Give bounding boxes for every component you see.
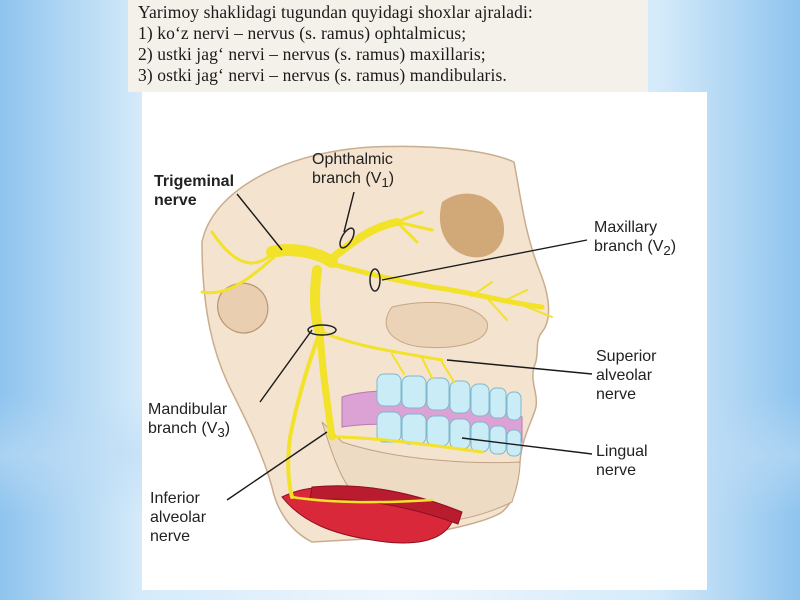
nerve-section-rings: [307, 227, 381, 336]
label-ophthalmic-subscript: 1: [381, 175, 389, 191]
anatomy-illustration: [200, 145, 593, 544]
label-maxillary-subscript: 2: [663, 243, 671, 259]
label-mandibular-subscript: 3: [217, 425, 225, 441]
label-inferior-alveolar: Inferior alveolar nerve: [150, 489, 206, 546]
label-maxillary-line1: Maxillary: [594, 219, 658, 236]
label-mandibular-close: ): [224, 420, 231, 437]
label-lingual-line1: Lingual: [596, 443, 648, 460]
label-ophthalmic-line1: Ophthalmic: [312, 151, 393, 168]
label-ophthalmic-close: ): [388, 170, 395, 187]
header-line-3: 2) ustki jag‘ nervi – nervus (s. ramus) …: [138, 44, 486, 64]
header-line-4: 3) ostki jag‘ nervi – nervus (s. ramus) …: [138, 65, 507, 85]
label-inferior-line2: alveolar: [150, 509, 207, 526]
ear-region: [217, 282, 269, 334]
label-lingual: Lingual nerve: [596, 442, 648, 480]
label-mandibular-line2: branch (V: [148, 420, 218, 437]
label-mandibular-line1: Mandibular: [148, 401, 228, 418]
header-text-panel: Yarimoy shaklidagi tugundan quyidagi sho…: [128, 0, 648, 92]
label-ophthalmic-line2: branch (V: [312, 170, 382, 187]
label-superior-line1: Superior: [596, 348, 657, 365]
label-maxillary-line2: branch (V: [594, 238, 664, 255]
header-line-2: 1) ko‘z nervi – nervus (s. ramus) ophtal…: [138, 23, 467, 43]
label-superior-line2: alveolar: [596, 367, 653, 384]
orbit-cavity: [439, 193, 505, 258]
maxillary-sinus: [385, 301, 488, 349]
label-superior-line3: nerve: [596, 386, 637, 403]
label-inferior-line3: nerve: [150, 528, 191, 545]
label-trigeminal-line1: Trigeminal: [154, 173, 235, 190]
label-inferior-line1: Inferior: [150, 490, 200, 507]
upper-teeth: [376, 373, 522, 421]
lower-teeth: [376, 411, 522, 457]
label-lingual-line2: nerve: [596, 462, 637, 479]
label-maxillary: Maxillary branch (V2): [594, 218, 676, 260]
label-ophthalmic: Ophthalmic branch (V1): [312, 150, 394, 192]
leader-lines: [226, 191, 593, 501]
trigeminal-diagram: Trigeminal nerve Ophthalmic branch (V1) …: [142, 92, 707, 590]
label-mandibular: Mandibular branch (V3): [148, 400, 230, 442]
header-line-1: Yarimoy shaklidagi tugundan quyidagi sho…: [138, 2, 533, 22]
label-maxillary-close: ): [670, 238, 677, 255]
nerve-branches: [200, 210, 553, 504]
label-trigeminal: Trigeminal nerve: [154, 172, 234, 210]
label-superior-alveolar: Superior alveolar nerve: [596, 347, 656, 404]
label-trigeminal-line2: nerve: [154, 192, 197, 209]
